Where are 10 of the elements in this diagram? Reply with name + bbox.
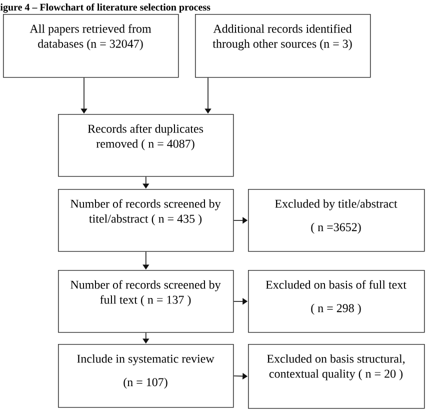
- process-box: Excluded on basis of full text ( n = 298 ): [248, 270, 425, 333]
- title: igure 4 – Flowchart of literature selection process: [0, 3, 210, 13]
- process-box: Additional records identified through other sources (n = 3): [195, 14, 371, 78]
- process-box: Number of records screened by full text ( n = 137 ): [58, 270, 234, 333]
- process-box: Excluded by title/abstract ( n =3652): [248, 188, 425, 252]
- process-box: Excluded on basis structural, contextual quality ( n = 20 ): [248, 344, 425, 409]
- process-box: Number of records screened by titel/abstract ( n = 435 ): [58, 188, 234, 252]
- process-box: All papers retrieved from databases (n = 32047): [3, 14, 179, 78]
- process-box: Records after duplicates removed ( n = 4087): [58, 114, 234, 177]
- process-box: Include in systematic review (n = 107): [58, 344, 234, 408]
